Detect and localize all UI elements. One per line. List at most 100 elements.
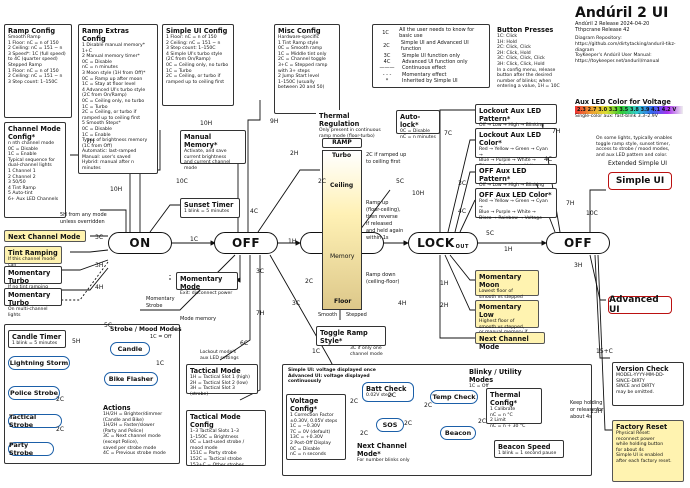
ramp-stepped-label: Stepped [346,312,367,318]
momentary-moon-title: Momentary Moon [479,273,522,289]
misc-config-box[interactable]: Misc Config Hardware-specific 1 Tint Ram… [274,24,340,114]
auto-lock-title: Auto-lock* [400,113,421,129]
simple-ui-config-body: 1 Floor: nC = n of 150 2 Ceiling: nC = 1… [166,35,229,85]
blinky-title: Blinky / Utility Modes [469,368,522,384]
sunset-timer-box[interactable]: Sunset Timer 1 blink = 5 minutes [180,198,240,218]
momentary-turbo-multi-box[interactable]: Momentary Turbo On multi-channel lights [4,288,62,318]
lightning-storm-pill[interactable]: Lightning Storm [8,356,70,370]
aux-color-scale: 2.3 2.7 3.0 3.3 3.5 3.8 3.9 4.1 4.2 V [575,106,683,114]
candle-pill[interactable]: Candle [110,342,150,356]
state-off-right[interactable]: OFF [546,232,610,254]
edge-label: 13H [590,408,603,415]
next-channel-lock-box[interactable]: Next Channel Mode [475,332,545,351]
edge-label: 5C [104,322,113,329]
momentary-turbo-box[interactable]: Momentary Turbo If no tint ramping [4,266,62,290]
edge-label: 2C [350,398,359,405]
state-off-center[interactable]: OFF [214,232,278,254]
thermal-config-title: Thermal Config* [490,391,521,407]
edge-label: 3H [574,262,583,269]
lockout-aux-pattern-box[interactable]: Lockout Aux LED Pattern* Off → Low → Hig… [475,104,557,128]
lockout-aux-color-box[interactable]: Lockout Aux LED Color* Red → Yellow → Gr… [475,128,557,169]
simple-ui-config-box[interactable]: Simple UI Config 1 Floor: nC = n of 150 … [162,24,234,106]
factory-reset-box[interactable]: Factory Reset Physical Reset: reconnect … [612,420,684,482]
momentary-mode-box[interactable]: Momentary Mode Exit: disconnect power [176,272,238,296]
lockout-memory-note: Lockout mode's aux LED settings [200,350,239,361]
ramp-config-box[interactable]: Ramp Config Smooth Ramp 1 Floor: nC = n … [4,24,72,118]
edge-label: 5C [396,178,405,185]
batt-check-box[interactable]: Batt Check 0.02V steps [362,382,414,402]
auto-lock-box[interactable]: Auto-lock* 0C = Disable nC = n minutes [396,110,440,140]
lockout-aux-pattern-title: Lockout Aux LED Pattern* [479,107,542,123]
off-aux-color-box[interactable]: OFF Aux LED Color* Red → Yellow → Green … [475,188,557,221]
tint-ramping-box[interactable]: Tint Ramping If this channel mode can [4,246,62,268]
edge-label: 1C [156,360,165,367]
tactical-strobe-pill[interactable]: Tactical Strobe [8,413,62,429]
candle-timer-body: 1 blink = 5 minutes [12,341,58,346]
edge-label: Momentary Strobe [146,296,175,309]
off-aux-pattern-box[interactable]: OFF Aux LED Pattern* Off → Low → High → … [475,164,557,188]
edge-label: 1H [440,280,449,287]
tactical-config-box[interactable]: Tactical Mode Config 1–3 Tactical Slots … [186,410,266,468]
manual-url[interactable]: https://toykeeper.net/anduril/manual [575,58,660,64]
momentary-moon-box[interactable]: Momentary Moon Lowest floor of smooth vs… [475,270,539,300]
edge-label: 4C [458,208,467,215]
ramp-floor-label: Floor [334,298,352,305]
edge-label: 7C [444,130,453,137]
misc-config-body: Hardware-specific 1 Tint Ramp style 0C =… [278,35,328,91]
voltage-config-body: 1 Correction Factor ±0.30V, 0.05V steps … [290,413,338,458]
ramp-ceiling-label: Ceiling [330,182,354,189]
manual-memory-body: Activate, and save current brightness an… [184,149,231,171]
next-channel-box[interactable]: Next Channel Mode [4,230,86,242]
next-channel-blinky: Next Channel Mode* For number blinks onl… [354,440,424,463]
version-check-body: MODEL-YYYY-MM-DD- SINCE-DIRTY SINCE and … [616,373,665,395]
edge-label: 7H [552,128,561,135]
party-strobe-pill[interactable]: Party Strobe [8,441,54,457]
voltage-note: Simple UI: voltage displayed once Advanc… [285,366,405,384]
legend-item: - - -Momentary effect [382,71,447,78]
bike-flasher-pill[interactable]: Bike Flasher [104,372,158,386]
button-presses-title: Button Presses [497,26,554,34]
state-on-left[interactable]: ON [108,232,172,254]
momentary-low-box[interactable]: Momentary Low Highest floor of smooth vs… [475,300,539,341]
sos-pill[interactable]: SOS [376,418,404,432]
thermal-config-box[interactable]: Thermal Config* 1 Calibrate nC = n °C 2 … [486,388,542,429]
momentary-turbo-multi-body: On multi-channel lights [8,307,48,318]
voltage-config-box[interactable]: Voltage Config* 1 Correction Factor ±0.3… [286,394,346,460]
button-presses-list: 1C: Click 1H: Hold 2C: Click, Click 2H: … [497,34,560,90]
beacon-speed-box[interactable]: Beacon Speed 1 blink = 1 second pause [494,440,564,458]
beacon-pill[interactable]: Beacon [440,426,476,440]
version-check-box[interactable]: Version Check MODEL-YYYY-MM-DD- SINCE-DI… [612,362,684,406]
author-line: Tthpcrane Release 42 [575,27,630,34]
tactical-mode-box[interactable]: Tactical Mode 1H = Tactical Slot 1 (high… [186,364,258,397]
tactical-config-title: Tactical Mode Config [190,413,241,429]
police-strobe-pill[interactable]: Police Strobe [8,386,60,400]
edge-label: 2C [360,430,369,437]
off-aux-pattern-body: Off → Low → High → Blinking [479,183,545,188]
edge-label: 2C [56,426,65,433]
channel-mode-config-title: Channel Mode Config* [8,125,61,141]
extended-note: On some lights, typically enables toggle… [596,136,673,158]
edge-label: 2C [404,420,413,427]
candle-timer-box[interactable]: Candle Timer 1 blink = 5 minutes [8,330,66,348]
ramp-extras-body: 1 Disable manual memory* 1+C 2 Manual me… [82,43,148,172]
edge-label: 10H [200,120,213,127]
strobe-actions-body: 1H/2H = Brighter/dimmer (Candle and Bike… [103,412,166,457]
release-line: Andúril 2 Release 2024-04-20 [575,21,650,27]
temp-check-pill[interactable]: Temp Check [430,390,478,404]
strobe-actions-title: Actions [103,404,131,412]
channel-mode-config-box[interactable]: Channel Mode Config* n nth channel mode … [4,122,66,218]
toggle-ramp-box[interactable]: Toggle Ramp Style* [316,326,386,346]
advanced-ui-button[interactable]: Advanced UI [608,295,672,315]
repo-url[interactable]: https://github.com/dirtytacking/anduril-… [575,42,676,53]
aux-color-title: Aux LED Color for Voltage [575,98,671,106]
simple-ui-button[interactable]: Simple UI [608,172,672,190]
manual-memory-box[interactable]: Manual Memory* Activate, and save curren… [180,130,246,171]
sunset-timer-body: 1 blink = 5 minutes [184,209,230,214]
edge-label: 9H [270,118,279,125]
voltage-config-title: Voltage Config* [290,397,319,413]
toggle-ramp-note: 3C if only one channel mode [350,346,383,357]
ramp-extras-box[interactable]: Ramp Extras Config 1 Disable manual memo… [78,24,158,174]
edge-label: 3C [458,180,467,187]
